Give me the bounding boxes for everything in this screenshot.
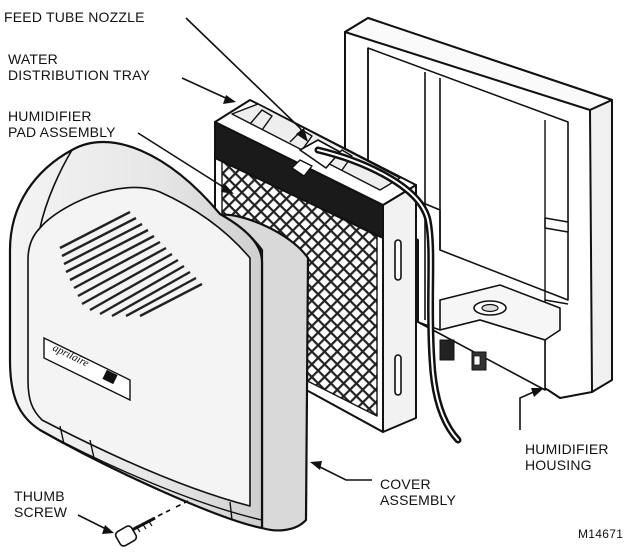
thumb-screw-line-1: THUMB [14, 488, 65, 504]
label-humidifier-housing: HUMIDIFIER HOUSING [525, 441, 609, 473]
label-water-distribution-tray: WATER DISTRIBUTION TRAY [8, 51, 150, 83]
water-distribution-tray-line-2: DISTRIBUTION TRAY [8, 67, 151, 83]
water-distribution-tray-line-1: WATER [8, 51, 58, 67]
humidifier-housing-line-2: HOUSING [525, 457, 592, 473]
label-cover-assembly: COVER ASSEMBLY [380, 476, 456, 508]
label-thumb-screw: THUMB SCREW [14, 488, 67, 520]
cover-assembly-line-2: ASSEMBLY [380, 492, 457, 508]
figure-code: M14671 [578, 526, 623, 542]
humidifier-pad-assembly-line-1: HUMIDIFIER [8, 108, 92, 124]
feed-tube-nozzle-text: FEED TUBE NOZZLE [4, 9, 145, 25]
figure-code-text: M14671 [578, 527, 624, 541]
leader-arrowheads [102, 95, 544, 534]
thumb-screw [114, 500, 189, 547]
feed-tube [314, 146, 462, 444]
cover-assembly-line-1: COVER [380, 476, 431, 492]
thumb-screw-line-2: SCREW [14, 504, 68, 520]
humidifier-housing [344, 17, 613, 399]
cover-assembly [8, 141, 310, 532]
humidifier-pad-assembly-line-2: PAD ASSEMBLY [8, 124, 116, 140]
humidifier-housing-line-1: HUMIDIFIER [525, 441, 609, 457]
cover-louvres [59, 210, 203, 318]
label-humidifier-pad-assembly: HUMIDIFIER PAD ASSEMBLY [8, 108, 116, 140]
label-feed-tube-nozzle: FEED TUBE NOZZLE [4, 9, 145, 25]
